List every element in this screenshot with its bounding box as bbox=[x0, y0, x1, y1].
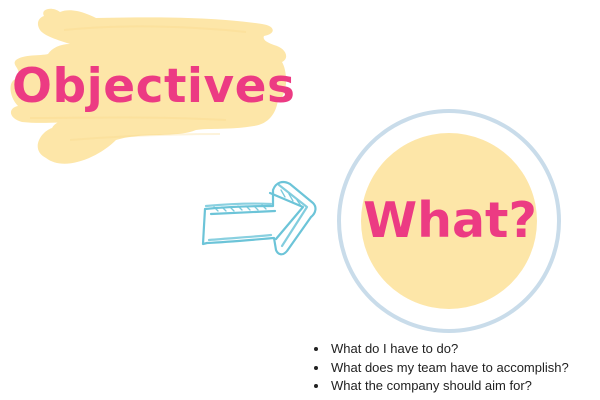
list-item: What do I have to do? bbox=[329, 340, 569, 359]
questions-list: What do I have to do? What does my team … bbox=[308, 340, 569, 396]
page-title: Objectives bbox=[12, 59, 296, 114]
list-item: What does my team have to accomplish? bbox=[329, 359, 569, 378]
focus-question-label: What? bbox=[363, 192, 537, 249]
list-item: What the company should aim for? bbox=[329, 377, 569, 396]
